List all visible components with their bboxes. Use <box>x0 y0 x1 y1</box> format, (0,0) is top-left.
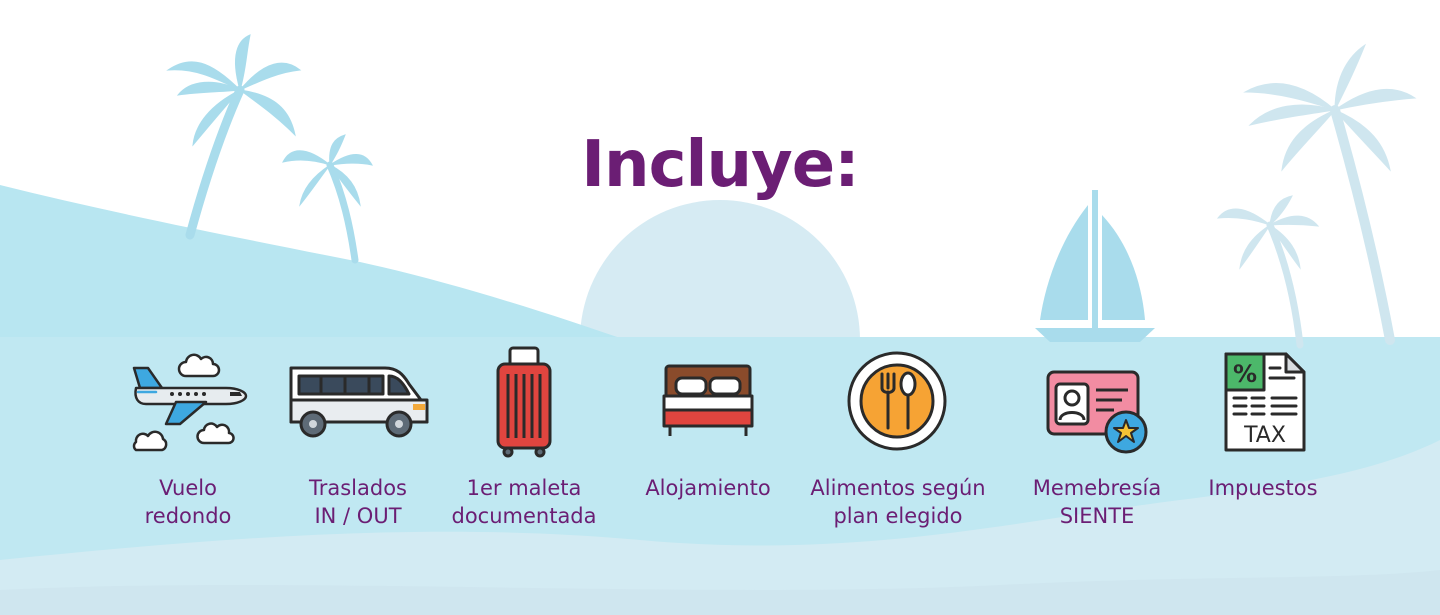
item-label-lodging: Alojamiento <box>645 476 771 500</box>
van-icon <box>289 366 429 438</box>
palm-tree-right-small <box>1216 195 1320 349</box>
food-plate-icon <box>847 351 947 451</box>
airplane-icon <box>132 353 248 452</box>
tax-document-icon: % TAX <box>1224 352 1306 452</box>
page-title: Incluye: <box>581 128 860 202</box>
sailboat-shape <box>1035 190 1155 342</box>
tax-label-text: TAX <box>1243 423 1286 448</box>
item-label-taxes: Impuestos <box>1208 476 1318 500</box>
sand-wave-shape <box>0 440 1440 615</box>
bed-icon <box>662 364 754 436</box>
svg-text:%: % <box>1233 360 1257 388</box>
suitcase-icon <box>496 346 552 458</box>
membership-card-icon <box>1046 370 1148 454</box>
palm-tree-right-large <box>1243 43 1417 345</box>
sand-wave-bottom-shape <box>0 570 1440 615</box>
palm-tree-left-large <box>166 34 302 240</box>
palm-tree-left-small <box>282 134 373 264</box>
